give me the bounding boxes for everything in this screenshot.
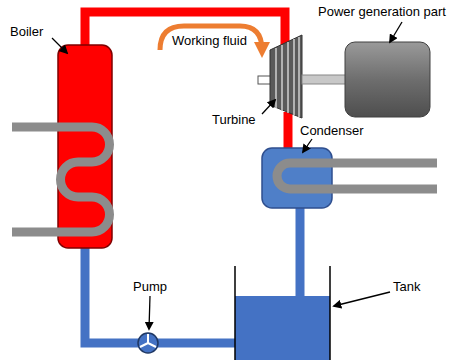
part-label: Pump: [133, 279, 167, 294]
leader-arrow: [262, 100, 275, 114]
pump-symbol: [138, 333, 158, 353]
part-label: Condenser: [300, 123, 364, 138]
flow-arrow: [160, 26, 262, 50]
cold-pipe: [296, 206, 305, 300]
pump-symbol: [140, 334, 156, 347]
tank-water: [235, 296, 330, 360]
cold-pipe: [85, 245, 240, 343]
leader-arrow: [52, 38, 67, 53]
turbine-blades: [276, 37, 299, 117]
heating-coil: [12, 127, 110, 232]
condenser-vessel: [262, 148, 332, 208]
leader-arrow: [149, 296, 150, 329]
generator-shaft: [302, 75, 346, 84]
generator-body: [345, 42, 430, 117]
part-label: Tank: [393, 279, 420, 294]
turbine-symbol: [270, 35, 302, 118]
hot-pipe: [284, 112, 293, 150]
leader-arrow: [303, 139, 312, 152]
cooling-coil: [277, 163, 437, 189]
part-label: Turbine: [212, 112, 256, 127]
part-label: Boiler: [10, 24, 43, 39]
leader-arrow: [334, 292, 390, 306]
leader-arrow: [390, 22, 402, 42]
tank-wall: [235, 266, 330, 360]
part-label: Working fluid: [172, 33, 247, 48]
part-label: Power generation part: [318, 4, 446, 19]
boiler-vessel: [58, 45, 112, 248]
